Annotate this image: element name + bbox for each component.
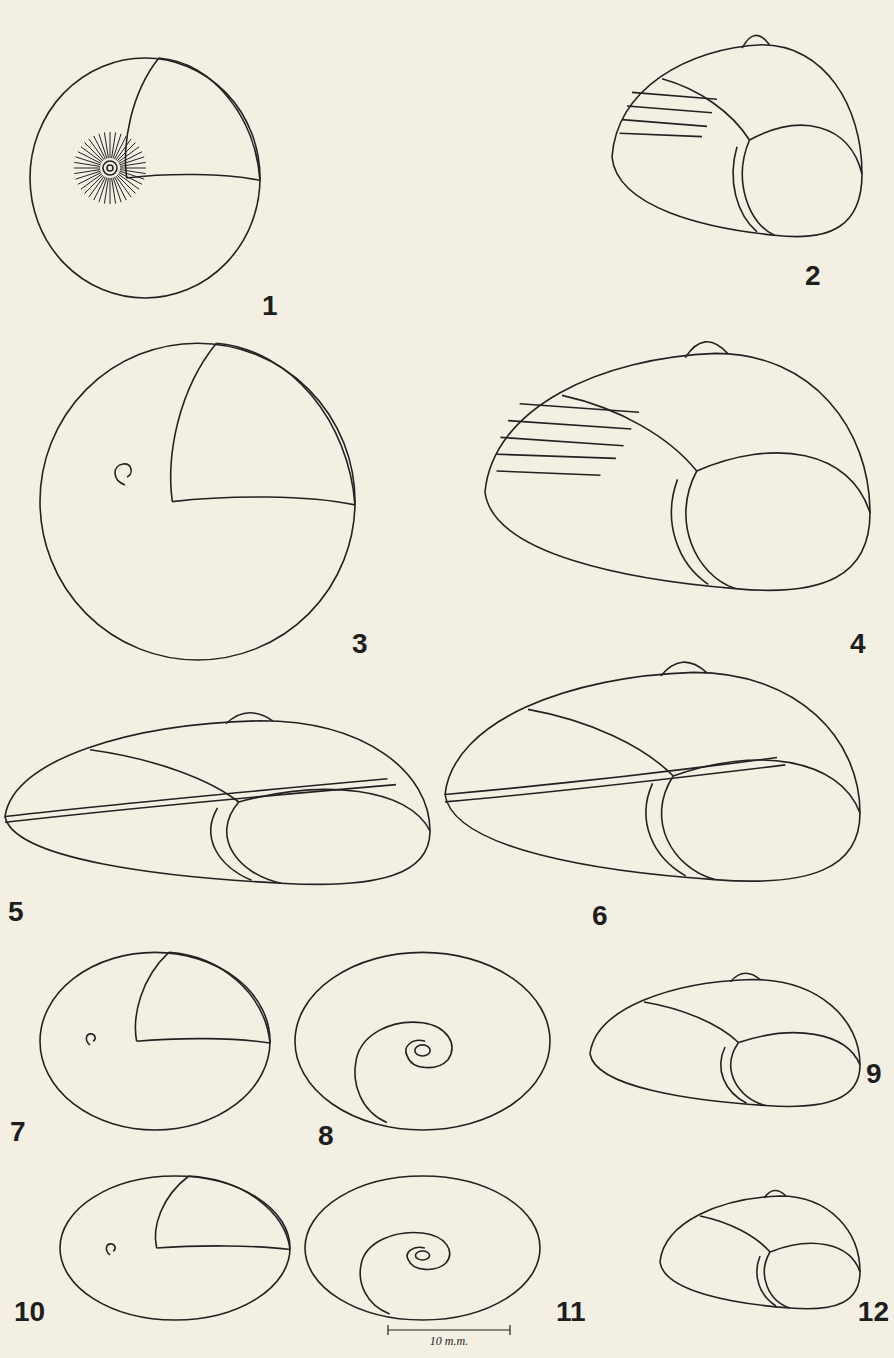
figure-number: 11 [556,1298,586,1326]
figure-number: 4 [850,630,866,658]
figure-number: 3 [352,630,368,658]
umbilical-rib [110,132,111,158]
umbilical-rib [120,168,146,169]
figure-number: 7 [10,1118,26,1146]
figure-number: 1 [262,292,278,320]
figure-number: 10 [14,1298,45,1326]
umbilical-rib [104,132,108,158]
figure-number: 2 [805,262,821,290]
figure-number: 5 [8,898,24,926]
figure-number: 6 [592,902,608,930]
figure-number: 8 [318,1122,334,1150]
figure-number: 9 [866,1060,882,1088]
umbilical-rib [110,178,111,204]
umbilical-rib [74,170,100,174]
umbilical-rib [120,162,146,166]
umbilical-rib [74,168,100,169]
figure-number: 12 [858,1298,889,1326]
umbilical-rib [112,178,116,204]
scale-label: 10 m.m. [430,1335,468,1347]
